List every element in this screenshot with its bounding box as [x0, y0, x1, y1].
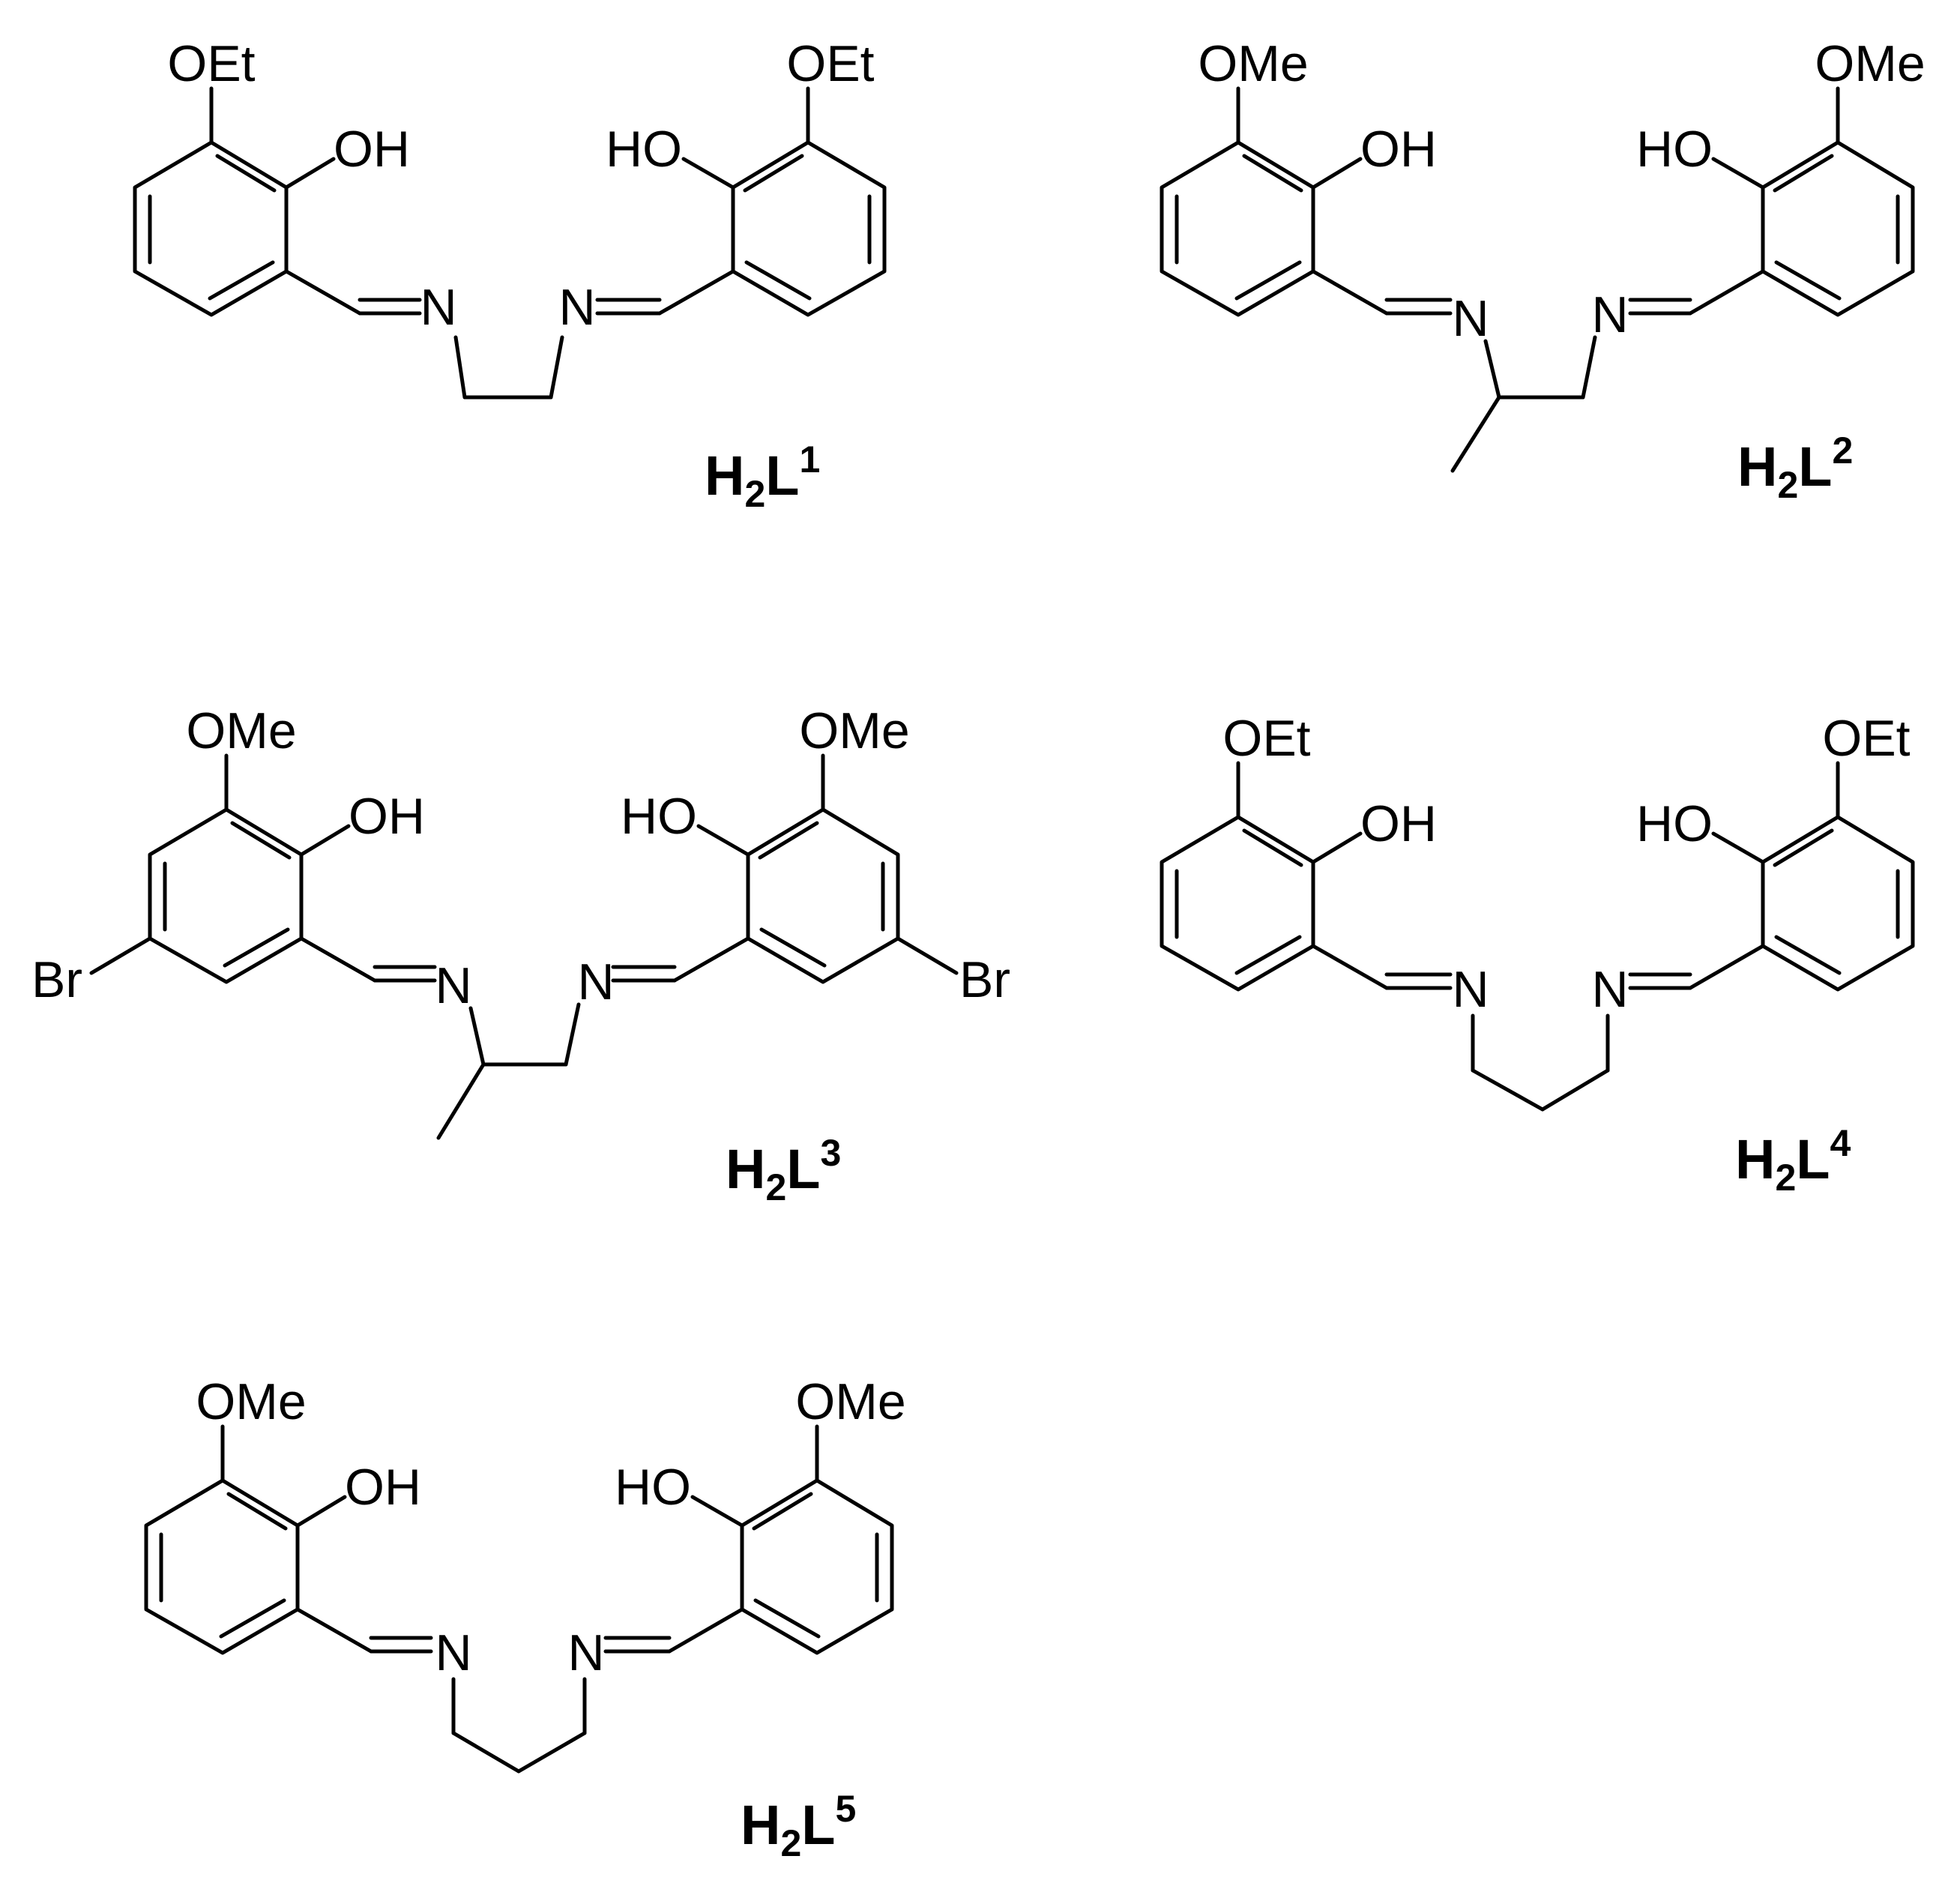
molecule-h2l4-imine-n-right-label: N — [1591, 961, 1628, 1018]
molecule-h2l3-imine-n-right-label: N — [577, 953, 614, 1010]
molecule-h2l4-hydroxy-left-label: OH — [1360, 795, 1437, 852]
molecule-h2l1-hydroxy-left-label: OH — [334, 121, 410, 178]
molecule-h2l2: OMe OH N OMe HO N H2L2 — [1160, 35, 1926, 506]
molecule-h2l2-methoxy-right-label: OMe — [1815, 35, 1925, 92]
molecule-h2l3-imine-n-left-label: N — [435, 957, 471, 1014]
molecule-h2l5-hydroxy-right-label: HO — [615, 1459, 691, 1516]
molecule-h2l1-imine-n-left-label: N — [420, 279, 456, 336]
molecule-h2l3-hydroxy-right-label: HO — [621, 788, 697, 845]
molecule-h2l4: OEt OH N OEt HO N H2L4 — [1160, 710, 1915, 1199]
molecule-h2l5-methoxy-left-label: OMe — [196, 1373, 306, 1430]
molecule-h2l5-caption: H2L5 — [741, 1788, 856, 1864]
molecule-h2l2-caption: H2L2 — [1737, 430, 1853, 506]
molecule-h2l2-imine-n-left-label: N — [1452, 290, 1489, 347]
molecule-h2l1-bonds — [133, 86, 887, 400]
molecule-h2l4-hydroxy-right-label: HO — [1636, 795, 1713, 852]
molecule-h2l3-caption: H2L3 — [726, 1132, 841, 1208]
molecule-h2l4-caption: H2L4 — [1735, 1122, 1851, 1199]
molecule-h2l2-hydroxy-left-label: OH — [1360, 121, 1437, 178]
molecule-h2l2-methoxy-left-label: OMe — [1198, 35, 1308, 92]
molecule-h2l3-bromo-right-label: Br — [959, 951, 1010, 1008]
molecule-h2l1-ethoxy-left-label: OEt — [167, 35, 255, 92]
molecule-h2l4-bonds — [1160, 761, 1915, 1112]
molecule-h2l4-ethoxy-right-label: OEt — [1822, 710, 1910, 767]
molecule-h2l4-ethoxy-left-label: OEt — [1222, 710, 1310, 767]
molecule-h2l2-imine-n-right-label: N — [1591, 286, 1628, 343]
molecule-h2l5: OMe OH N OMe HO N H2L5 — [144, 1373, 906, 1864]
molecule-h2l1-ethoxy-right-label: OEt — [786, 35, 874, 92]
molecule-h2l5-bonds — [144, 1424, 894, 1774]
molecule-h2l5-methoxy-right-label: OMe — [795, 1373, 905, 1430]
molecule-h2l2-bonds — [1160, 86, 1915, 473]
molecule-h2l4-imine-n-left-label: N — [1452, 961, 1489, 1018]
molecule-h2l3-bromo-left-label: Br — [31, 951, 82, 1008]
molecule-h2l3-methoxy-left-label: OMe — [186, 702, 296, 759]
molecule-h2l1-hydroxy-right-label: HO — [606, 121, 682, 178]
molecule-h2l3: OMe OH Br N OMe HO Br N H2L3 — [31, 702, 1010, 1208]
molecule-h2l5-imine-n-right-label: N — [567, 1624, 604, 1681]
molecule-h2l3-bonds — [89, 753, 959, 1140]
molecule-h2l3-methoxy-right-label: OMe — [799, 702, 909, 759]
molecule-h2l1-caption: H2L1 — [705, 439, 820, 515]
molecule-h2l5-imine-n-left-label: N — [435, 1624, 471, 1681]
molecule-h2l1: OEt OH N OEt HO N H2L1 — [133, 35, 887, 515]
molecule-h2l1-imine-n-right-label: N — [558, 279, 595, 336]
molecule-h2l3-hydroxy-left-label: OH — [349, 788, 425, 845]
molecule-h2l2-hydroxy-right-label: HO — [1636, 121, 1713, 178]
molecule-h2l5-hydroxy-left-label: OH — [345, 1459, 421, 1516]
